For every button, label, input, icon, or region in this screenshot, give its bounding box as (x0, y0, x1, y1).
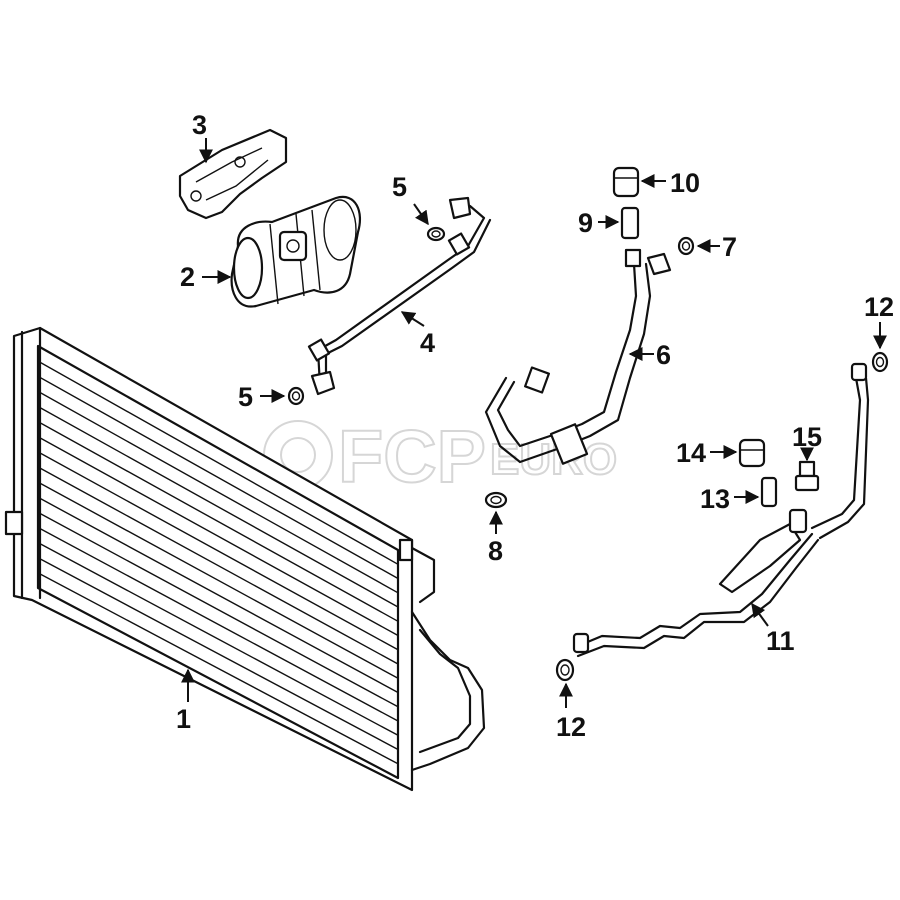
callouts: 1 2 3 4 5 5 6 7 8 9 10 11 12 12 13 14 15 (176, 110, 894, 742)
o-ring-12-upper (871, 351, 889, 373)
watermark-brand: FCP (338, 415, 486, 498)
valve-core-13 (760, 476, 778, 508)
service-cap-14 (738, 438, 766, 468)
callout-9: 9 (578, 208, 593, 238)
compressor-part (230, 195, 362, 308)
callout-10: 10 (670, 168, 700, 198)
condenser-fins (37, 360, 399, 765)
compressor-bracket-part (178, 128, 288, 220)
service-cap-10 (612, 166, 640, 198)
callout-6: 6 (656, 340, 671, 370)
pressure-sensor-15 (794, 460, 820, 492)
callout-4: 4 (420, 328, 435, 358)
valve-core-9 (620, 206, 640, 240)
callout-5-upper: 5 (392, 172, 407, 202)
callout-12-lower: 12 (556, 712, 586, 742)
callout-11: 11 (766, 626, 795, 656)
watermark: FCP EURO (263, 414, 618, 499)
liquid-line-part (572, 362, 870, 658)
callout-7: 7 (722, 232, 737, 262)
o-ring-7 (677, 236, 695, 256)
o-ring-12-lower (555, 658, 575, 682)
discharge-hose-part (307, 196, 492, 396)
suction-line-part (484, 248, 672, 465)
o-ring-8 (484, 491, 508, 509)
callout-8: 8 (488, 536, 503, 566)
condenser-part (4, 326, 486, 792)
callout-14: 14 (676, 438, 706, 468)
callout-15: 15 (792, 422, 822, 452)
o-ring-5-lower (287, 386, 305, 406)
callout-5-lower: 5 (238, 382, 253, 412)
callout-3: 3 (192, 110, 207, 140)
callout-12-upper: 12 (864, 292, 894, 322)
callout-1: 1 (176, 704, 191, 734)
o-ring-5-upper (426, 226, 446, 242)
callout-2: 2 (180, 262, 195, 292)
callout-13: 13 (700, 484, 730, 514)
